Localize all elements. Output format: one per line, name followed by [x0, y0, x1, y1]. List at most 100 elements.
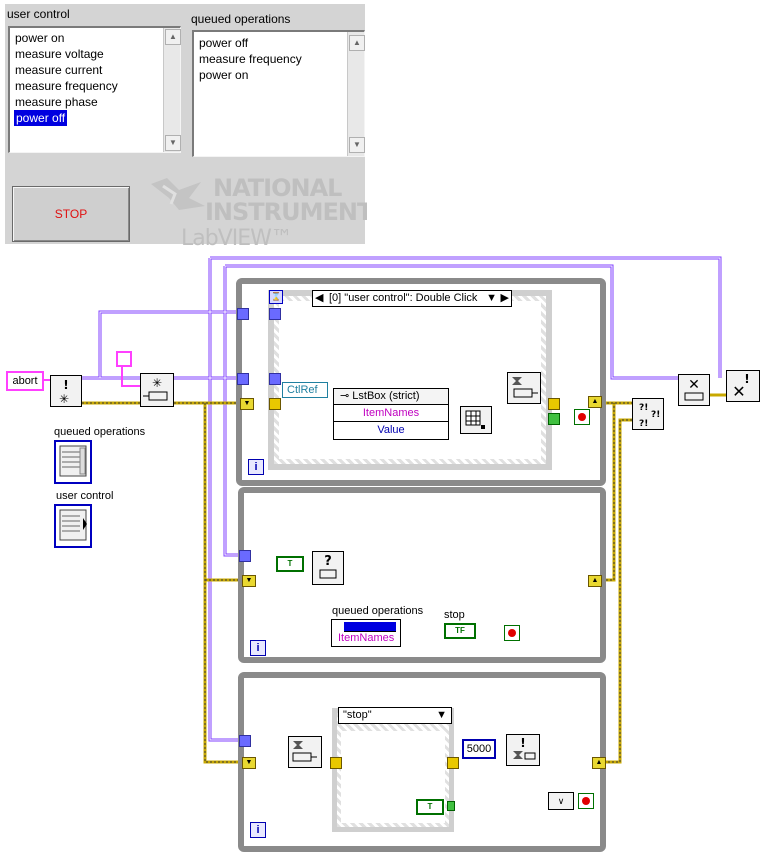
property-value: Value — [377, 424, 405, 436]
release-queue-icon: ✕ — [684, 377, 704, 401]
bool-tunnel — [447, 801, 455, 811]
abort-string-constant[interactable]: abort — [6, 371, 44, 391]
case-dropdown-icon[interactable]: ▼ — [436, 709, 447, 721]
property-node[interactable]: ⊸ LstBox (strict) ItemNames Value — [333, 388, 449, 440]
or-function-node[interactable]: ∨ — [548, 792, 574, 810]
event-selector[interactable]: ◀ [0] "user control": Double Click ▼ ▶ — [312, 290, 512, 307]
shift-register-left: ▼ — [242, 575, 256, 587]
list-item[interactable]: measure phase — [15, 95, 98, 109]
list-item[interactable]: measure voltage — [15, 47, 104, 61]
front-panel: user control power on measure voltage me… — [5, 4, 367, 248]
dequeue-icon — [292, 741, 317, 762]
stop-button[interactable]: STOP — [12, 186, 130, 242]
list-item[interactable]: power on — [15, 31, 65, 45]
enqueue-node-event[interactable] — [507, 372, 541, 404]
dequeue-timeout-node[interactable]: ! — [506, 734, 540, 766]
error-tunnel — [330, 757, 342, 769]
enqueue-icon — [512, 377, 538, 398]
queue-tunnel — [269, 373, 281, 385]
error-tunnel — [447, 757, 459, 769]
queue-tunnel — [237, 373, 249, 385]
event-structure[interactable] — [268, 290, 552, 470]
svg-text:?: ? — [324, 554, 332, 569]
preview-queue-icon: ? — [319, 554, 337, 579]
user-control-terminal[interactable] — [54, 504, 92, 548]
empty-string-constant[interactable] — [116, 351, 132, 367]
selector-right-icon[interactable]: ▶ — [500, 292, 509, 304]
dequeue-timeout-icon: ! — [513, 736, 536, 760]
error-handler-icon: ! ✕ — [732, 372, 749, 401]
obtain-queue-icon: ! ✳ — [59, 378, 69, 406]
release-queue-node[interactable]: ✕ — [678, 374, 710, 406]
list-item[interactable]: power on — [199, 68, 249, 82]
list-item[interactable]: measure frequency — [15, 79, 118, 93]
selector-dropdown-icon[interactable]: ▼ — [486, 292, 497, 304]
stop-terminal-middle[interactable] — [504, 625, 520, 641]
stop-local-variable[interactable]: TF — [444, 623, 476, 639]
obtain-queue-node[interactable]: ! ✳ — [50, 375, 82, 407]
stop-terminal-bottom[interactable] — [578, 793, 594, 809]
index-array-node[interactable] — [460, 406, 492, 434]
timeout-constant[interactable]: 5000 — [462, 739, 496, 759]
scroll-down-icon[interactable]: ▼ — [165, 135, 181, 151]
hourglass-icon: ⌛ — [269, 290, 283, 304]
simple-error-handler-node[interactable]: ! ✕ — [726, 370, 760, 402]
listbox-color-bar — [344, 622, 396, 632]
listbox-terminal-icon — [59, 509, 87, 541]
stop-terminal-top[interactable] — [574, 409, 590, 425]
queued-operations-terminal[interactable] — [54, 440, 92, 484]
logo-line-2: INSTRUMENTS — [205, 198, 367, 226]
scroll-up-icon[interactable]: ▲ — [165, 29, 181, 45]
list-item[interactable]: measure frequency — [199, 52, 302, 66]
dequeue-element-node[interactable] — [288, 736, 322, 768]
scroll-up-icon[interactable]: ▲ — [349, 35, 365, 51]
list-item-selected[interactable]: power off — [14, 110, 68, 126]
queued-operations-label: queued operations — [191, 12, 291, 26]
shift-register-right: ▲ — [588, 575, 602, 587]
case-selector-label: "stop" — [343, 709, 372, 721]
queue-tunnel — [269, 308, 281, 320]
svg-text:?!: ?! — [639, 403, 648, 413]
preview-queue-node[interactable]: ? — [312, 551, 344, 585]
svg-text:?!: ?! — [651, 410, 660, 420]
case-selector[interactable]: "stop" ▼ — [338, 707, 452, 724]
while-loop-middle[interactable] — [238, 487, 606, 663]
selector-left-icon[interactable]: ◀ — [315, 292, 324, 304]
queued-operations-property-node[interactable]: ItemNames — [331, 619, 401, 647]
queue-tunnel — [237, 308, 249, 320]
user-control-label: user control — [7, 7, 70, 21]
shift-register-right: ▲ — [588, 396, 602, 408]
svg-text:✳: ✳ — [59, 392, 69, 406]
logo-line-3: LabVIEW™ Student — [181, 226, 293, 248]
svg-text:?!: ?! — [639, 419, 648, 429]
svg-text:✕: ✕ — [732, 382, 745, 401]
scrollbar[interactable]: ▲ ▼ — [347, 32, 365, 156]
event-selector-label: [0] "user control": Double Click — [329, 292, 478, 304]
true-constant-middle[interactable]: T — [276, 556, 304, 572]
enqueue-element-node[interactable]: ✳ — [140, 373, 174, 407]
user-control-listbox[interactable]: power on measure voltage measure current… — [8, 26, 181, 153]
middle-property-label: queued operations — [332, 605, 424, 617]
ni-logo: NATIONAL INSTRUMENTS LabVIEW™ Student — [145, 170, 367, 248]
error-tunnel — [269, 398, 281, 410]
queue-tunnel — [239, 550, 251, 562]
queued-operations-listbox[interactable]: power off measure frequency power on ▲ ▼ — [192, 30, 365, 157]
true-constant-bottom[interactable]: T — [416, 799, 444, 815]
shift-register-left: ▼ — [240, 398, 254, 410]
scroll-down-icon[interactable]: ▼ — [349, 137, 365, 153]
shift-register-right: ▲ — [592, 757, 606, 769]
property-itemnames: ItemNames — [334, 405, 448, 422]
shift-register-left: ▼ — [242, 757, 256, 769]
queued-operations-terminal-label: queued operations — [54, 426, 146, 438]
scrollbar[interactable]: ▲ ▼ — [163, 28, 181, 152]
user-control-terminal-label: user control — [56, 490, 114, 502]
svg-text:!: ! — [744, 372, 749, 386]
bool-tunnel — [548, 413, 560, 425]
ctlref-terminal[interactable]: CtlRef — [282, 382, 328, 398]
merge-errors-node[interactable]: ?! ?! ?! — [632, 398, 664, 430]
loop-index-top: i — [248, 459, 264, 475]
index-array-icon — [465, 410, 485, 429]
list-item[interactable]: measure current — [15, 63, 103, 77]
list-item[interactable]: power off — [199, 36, 249, 50]
svg-text:!: ! — [520, 736, 525, 750]
